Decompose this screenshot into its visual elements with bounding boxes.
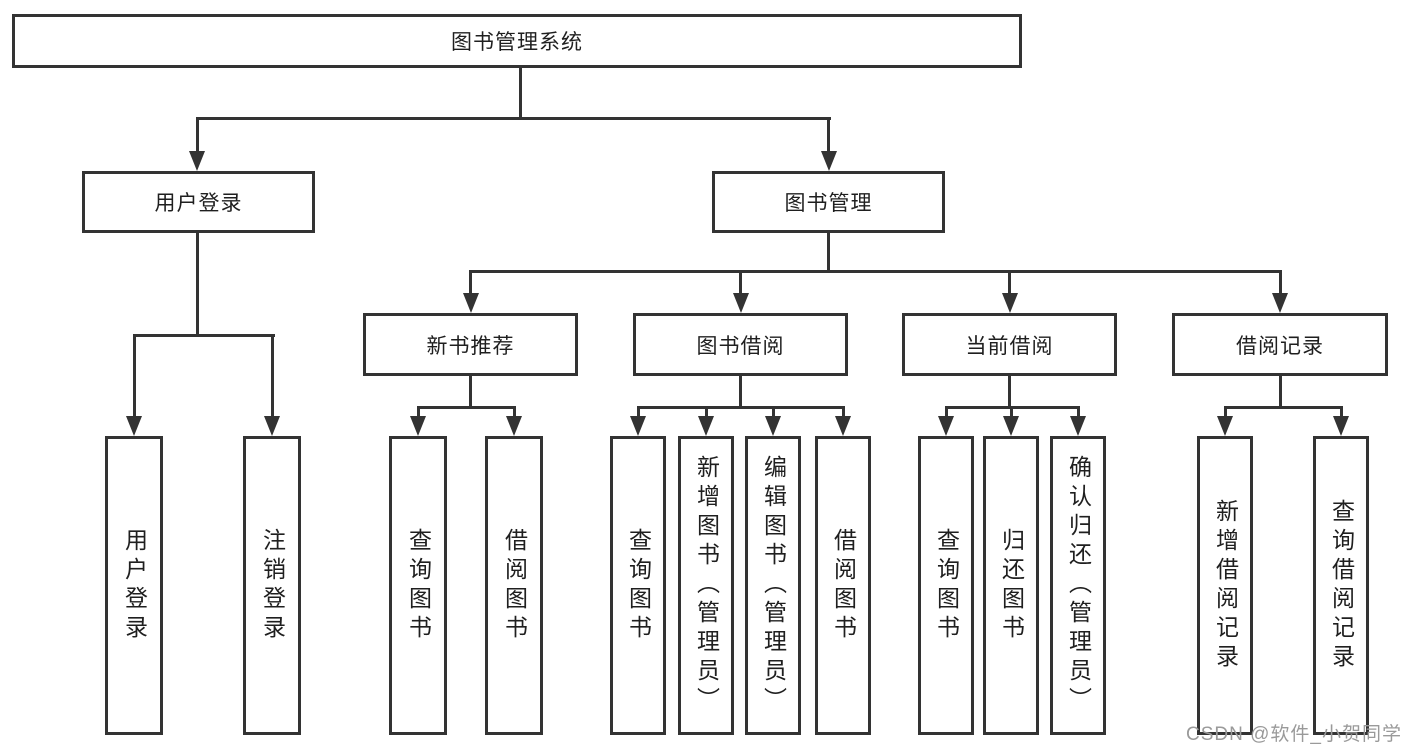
arrowhead-down-icon [1333,416,1349,436]
arrowhead-down-icon [506,416,522,436]
leaf-add-books-admin: 新增图书（管理员） [678,436,734,735]
leaf-edit-books-admin: 编辑图书（管理员） [745,436,801,735]
node-library-management-system: 图书管理系统 [12,14,1022,68]
node-current-borrowing: 当前借阅 [902,313,1117,376]
node-borrowing-records: 借阅记录 [1172,313,1388,376]
connector-line [1008,269,1011,300]
node-book-management: 图书管理 [712,171,945,233]
arrowhead-down-icon [938,416,954,436]
connector-line [512,405,516,423]
leaf-query-borrow-record: 查询借阅记录 [1313,436,1369,735]
connector-line [1339,405,1343,423]
leaf-label: 查询借阅记录 [1328,498,1355,673]
connector-line [132,333,275,337]
connector-line [468,269,1282,273]
leaf-logout: 注销登录 [243,436,301,735]
leaf-label: 确认归还（管理员） [1065,455,1092,716]
connector-line [739,374,742,409]
connector-line [704,405,708,423]
watermark: CSDN @软件_小贺同学 [1186,724,1402,745]
connector-line [416,405,420,423]
arrowhead-down-icon [1070,416,1086,436]
connector-line [827,116,830,157]
arrowhead-down-icon [732,293,749,313]
connector-line [841,405,845,423]
connector-line [1008,374,1011,409]
leaf-label: 查询图书 [933,527,960,644]
leaf-label: 查询图书 [405,527,432,644]
leaf-label: 编辑图书（管理员） [760,455,787,716]
arrowhead-down-icon [630,416,646,436]
connector-line [195,231,199,337]
connector-line [1278,374,1282,409]
arrowhead-down-icon [1272,293,1288,313]
leaf-borrow-books-recommend: 借阅图书 [485,436,543,735]
connector-line [195,116,831,120]
arrowhead-down-icon [410,416,426,436]
connector-line [518,66,522,120]
connector-line [469,374,472,409]
leaf-query-books-borrow: 查询图书 [610,436,666,735]
connector-line [944,405,948,423]
node-new-book-recommendation: 新书推荐 [363,313,578,376]
leaf-label: 新增借阅记录 [1212,498,1239,673]
connector-line [1223,405,1343,409]
leaf-label: 用户登录 [121,527,148,644]
connector-line [739,269,742,300]
leaf-query-books-recommend: 查询图书 [389,436,447,735]
connector-line [636,405,640,423]
arrowhead-down-icon [1217,416,1233,436]
node-book-borrowing: 图书借阅 [633,313,848,376]
leaf-label: 借阅图书 [501,527,528,644]
arrowhead-down-icon [765,416,781,436]
leaf-add-borrow-record: 新增借阅记录 [1197,436,1253,735]
leaf-label: 查询图书 [625,527,652,644]
connector-line [469,269,472,300]
connector-line [1009,405,1013,423]
leaf-confirm-return-admin: 确认归还（管理员） [1050,436,1106,735]
arrowhead-down-icon [264,416,280,436]
leaf-label: 注销登录 [259,527,286,644]
leaf-query-books-current: 查询图书 [918,436,974,735]
connector-line [416,405,516,409]
leaf-borrow-books: 借阅图书 [815,436,871,735]
arrowhead-down-icon [189,151,205,171]
leaf-return-books: 归还图书 [983,436,1039,735]
leaf-label: 新增图书（管理员） [693,455,720,716]
arrowhead-down-icon [835,416,851,436]
arrowhead-down-icon [462,293,479,313]
connector-line [1278,269,1282,300]
connector-line [270,333,274,422]
connector-line [827,231,830,273]
connector-line [1076,405,1080,423]
leaf-label: 归还图书 [998,527,1025,644]
arrowhead-down-icon [820,151,837,171]
arrowhead-down-icon [1003,416,1019,436]
node-user-login: 用户登录 [82,171,315,233]
arrowhead-down-icon [698,416,714,436]
arrowhead-down-icon [1001,293,1018,313]
connector-line [195,116,199,157]
leaf-label: 借阅图书 [830,527,857,644]
arrowhead-down-icon [126,416,142,436]
connector-line [1223,405,1227,423]
leaf-user-login: 用户登录 [105,436,163,735]
connector-line [132,333,136,422]
connector-line [771,405,775,423]
connector-line [636,405,845,409]
